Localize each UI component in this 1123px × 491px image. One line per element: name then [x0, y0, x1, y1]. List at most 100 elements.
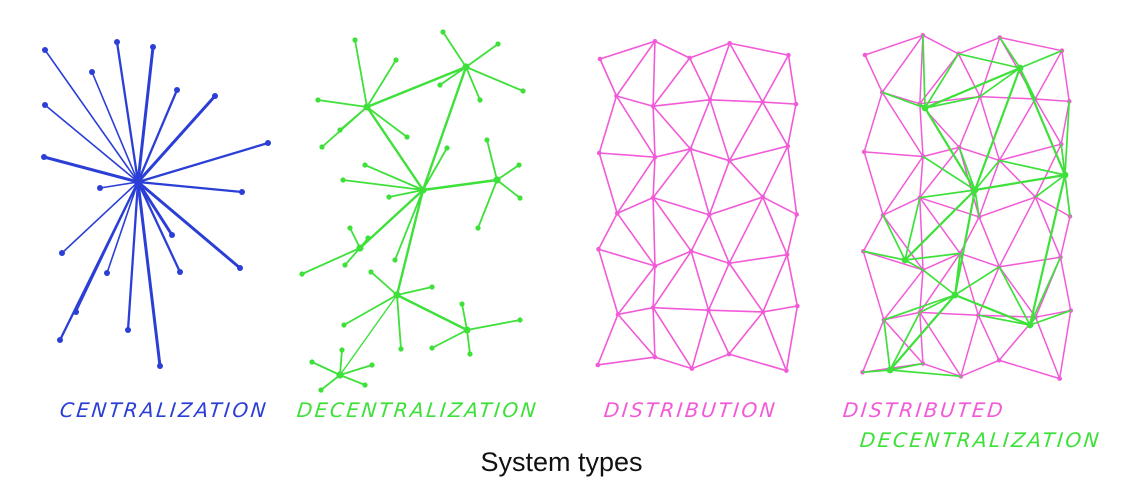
local-hub	[951, 291, 959, 299]
leaf-node	[299, 271, 305, 277]
hub-spoke	[126, 180, 140, 332]
hub-spoke	[466, 329, 471, 355]
leaf-node	[440, 29, 446, 35]
mesh-edge	[922, 34, 960, 55]
mesh-edge	[960, 359, 1000, 378]
leaf-node	[319, 144, 325, 150]
local-hub	[901, 256, 909, 264]
hub-spoke	[99, 181, 139, 189]
hub-spoke	[339, 364, 373, 376]
leaf-node	[517, 317, 523, 323]
hub-spoke	[349, 227, 361, 249]
hub-link	[923, 66, 1022, 110]
mesh-node	[727, 40, 732, 46]
hub-spoke	[889, 369, 962, 378]
local-hub	[971, 186, 979, 194]
leaf-node	[459, 301, 465, 307]
leaf-node	[517, 195, 523, 201]
mesh-edge	[654, 356, 693, 370]
mesh-edge	[958, 95, 981, 149]
mesh-node	[786, 52, 791, 58]
mesh-edge	[1034, 98, 1062, 145]
distribution-label: DISTRIBUTION	[602, 398, 779, 422]
mesh-edge	[1061, 49, 1070, 103]
mesh-edge	[707, 309, 730, 355]
mesh-edge	[863, 151, 884, 216]
leaf-node	[239, 189, 245, 195]
mesh-edge	[863, 151, 924, 158]
mesh-node	[687, 55, 693, 61]
mesh-node	[784, 252, 790, 257]
mesh-edge	[883, 269, 924, 321]
mesh-edge	[882, 196, 921, 216]
mesh-edge	[617, 313, 656, 358]
mesh-node	[760, 194, 766, 200]
mesh-edge	[616, 212, 656, 267]
hub-spoke	[1029, 256, 1062, 326]
hub-link	[1018, 66, 1067, 177]
leaf-node	[429, 345, 435, 351]
leaf-node	[340, 177, 346, 183]
leaf-node	[104, 270, 110, 276]
distributed-decentralization-network	[860, 32, 1074, 381]
local-hub	[393, 291, 401, 299]
mesh-edge	[1059, 256, 1072, 312]
hub-spoke	[422, 147, 448, 191]
mesh-edge	[728, 101, 764, 162]
mesh-edge	[598, 152, 656, 158]
mesh-edge	[1034, 196, 1062, 259]
hub-spoke	[431, 329, 468, 349]
mesh-node	[861, 149, 867, 155]
mesh-node	[707, 97, 713, 103]
leaf-node	[347, 225, 353, 231]
mesh-edge	[998, 359, 1061, 380]
mesh-edge	[728, 196, 764, 265]
mesh-edge	[728, 353, 788, 372]
leaf-node	[125, 327, 131, 333]
leaf-node	[169, 232, 175, 238]
hub-spoke	[466, 319, 521, 331]
hub-link	[421, 65, 468, 192]
mesh-edge	[728, 311, 764, 355]
hub-spoke	[954, 252, 961, 296]
mesh-edge	[1060, 100, 1070, 145]
leaf-node	[89, 69, 95, 75]
hub-spoke	[461, 303, 468, 331]
mesh-edge	[691, 353, 730, 370]
hub-link	[395, 293, 469, 332]
mesh-edge	[690, 250, 731, 265]
hub-spoke	[496, 164, 520, 181]
mesh-node	[652, 354, 658, 360]
mesh-edge	[1034, 309, 1072, 318]
hub-spoke	[75, 181, 139, 313]
hub-spoke	[396, 294, 402, 350]
mesh-node	[726, 351, 732, 357]
hub-spoke	[979, 67, 1021, 98]
local-hub	[363, 103, 371, 111]
mesh-edge	[617, 265, 656, 316]
leaf-node	[315, 97, 321, 103]
mesh-edge	[597, 212, 619, 251]
mesh-node	[652, 38, 658, 44]
leaf-node	[386, 194, 392, 200]
mesh-edge	[761, 101, 797, 105]
hub-spoke	[465, 66, 524, 92]
mesh-edge	[919, 102, 924, 158]
leaf-node	[520, 88, 526, 94]
mesh-edge	[864, 54, 883, 94]
mesh-edge	[919, 196, 924, 271]
leaf-node	[237, 265, 243, 271]
mesh-edge	[1034, 49, 1063, 100]
mesh-edge	[689, 148, 731, 162]
mesh-edge	[708, 214, 731, 265]
local-hub	[462, 63, 470, 71]
mesh-node	[650, 103, 656, 109]
hub-spoke	[957, 53, 1021, 69]
hub-spoke	[974, 159, 1001, 191]
local-hub	[493, 176, 501, 184]
mesh-edge	[597, 248, 619, 316]
mesh-edge	[615, 40, 656, 97]
mesh-edge	[728, 145, 789, 162]
mesh-edge	[707, 309, 764, 313]
